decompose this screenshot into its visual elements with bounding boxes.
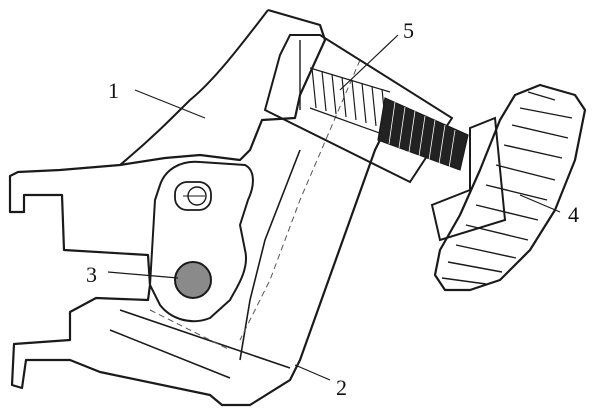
callout-1: 1 bbox=[108, 78, 119, 103]
callout-3: 3 bbox=[86, 262, 97, 287]
lever-slot bbox=[174, 181, 212, 211]
knurled-knob-part-4 bbox=[433, 83, 587, 292]
callout-2: 2 bbox=[336, 375, 347, 400]
pivot-pin-part-3 bbox=[174, 261, 212, 299]
clamp-body-upper-edge bbox=[119, 9, 269, 166]
leader-1 bbox=[134, 89, 206, 119]
hidden-lines bbox=[149, 59, 361, 351]
screw-housing bbox=[263, 34, 454, 184]
leader-2 bbox=[294, 364, 331, 381]
lever-plate bbox=[148, 160, 254, 323]
clamp-body-part-1 bbox=[8, 8, 381, 407]
leader-5 bbox=[339, 34, 399, 91]
callout-5: 5 bbox=[403, 18, 414, 43]
callout-4: 4 bbox=[568, 202, 579, 227]
threaded-rod bbox=[377, 97, 469, 171]
leader-3 bbox=[107, 271, 179, 279]
spring-part-5 bbox=[309, 67, 391, 136]
leader-lines bbox=[107, 34, 561, 381]
leader-4 bbox=[519, 194, 561, 213]
